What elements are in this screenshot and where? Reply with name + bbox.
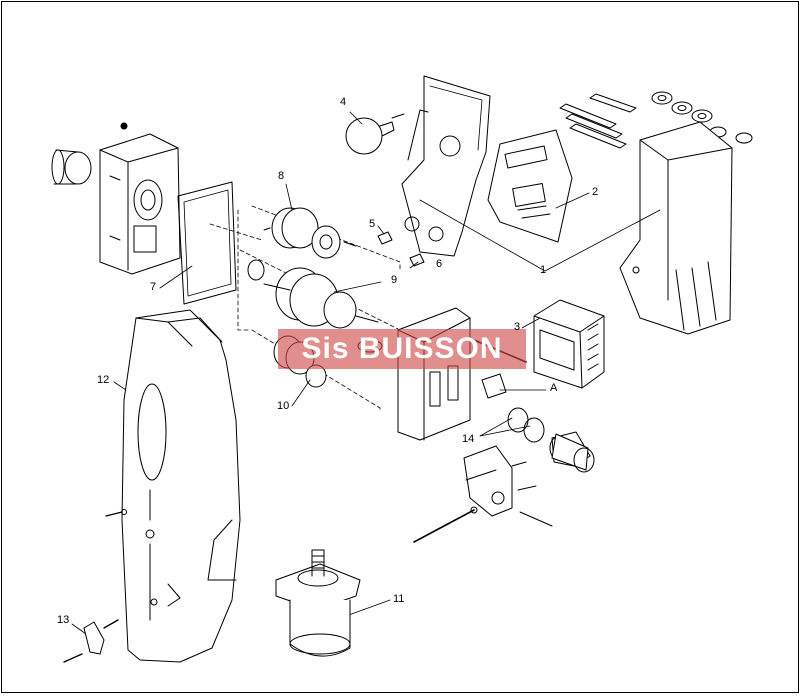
shaft bbox=[413, 506, 478, 543]
callout-2: 2 bbox=[592, 186, 599, 198]
mounting-plate bbox=[401, 75, 491, 257]
o-ring bbox=[247, 259, 265, 281]
callout-3: 3 bbox=[514, 321, 521, 333]
bulb bbox=[345, 113, 405, 155]
limit-switch-assembly bbox=[463, 445, 553, 527]
release-key bbox=[83, 621, 105, 655]
gasket bbox=[177, 181, 237, 305]
motor bbox=[275, 549, 361, 657]
gearbox-housing bbox=[99, 122, 181, 275]
callout-8: 8 bbox=[278, 170, 285, 182]
callout-1: 1 bbox=[540, 264, 547, 276]
callout-A: A bbox=[550, 382, 558, 394]
callout-7: 7 bbox=[150, 281, 157, 293]
gear-upper bbox=[263, 207, 357, 259]
cover bbox=[121, 309, 241, 663]
screws bbox=[63, 509, 127, 663]
grommets bbox=[651, 91, 753, 144]
callout-10: 10 bbox=[277, 400, 290, 412]
callout-12: 12 bbox=[97, 374, 110, 386]
callout-11: 11 bbox=[393, 593, 405, 605]
callout-13: 13 bbox=[57, 614, 70, 626]
spacer-bars bbox=[559, 93, 637, 149]
gear-middle bbox=[263, 267, 383, 353]
leader-lines bbox=[71, 111, 661, 635]
callout-14: 14 bbox=[462, 433, 475, 445]
control-board bbox=[487, 129, 573, 243]
callout-4: 4 bbox=[340, 96, 347, 108]
callout-9: 9 bbox=[391, 274, 398, 286]
callout-6: 6 bbox=[436, 258, 443, 270]
transformer bbox=[533, 299, 605, 389]
end-cylinder bbox=[551, 433, 595, 473]
connector-block bbox=[397, 307, 527, 441]
callout-5: 5 bbox=[369, 218, 376, 230]
end-cap bbox=[51, 149, 92, 185]
watermark: Sis BUISSON bbox=[278, 329, 526, 369]
chassis-bracket bbox=[619, 121, 733, 335]
small-nuts bbox=[377, 231, 425, 267]
